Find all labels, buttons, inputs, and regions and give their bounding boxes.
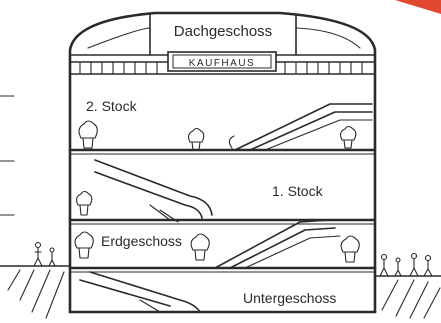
plant-icon bbox=[340, 235, 360, 263]
store-sign bbox=[167, 51, 277, 72]
escalator-ground bbox=[214, 219, 341, 269]
plant-icon bbox=[75, 190, 93, 216]
people-icon bbox=[379, 252, 433, 277]
store-sign-text: KAUFHAUS bbox=[189, 58, 255, 69]
floor-label-second: 2. Stock bbox=[86, 98, 138, 114]
plant-icon bbox=[74, 231, 94, 259]
plant-icon bbox=[78, 120, 98, 149]
plant-icon bbox=[187, 127, 205, 151]
floor-label-first: 1. Stock bbox=[272, 183, 324, 199]
answer-lines bbox=[0, 95, 15, 216]
escalator-first bbox=[94, 159, 213, 223]
plant-icon bbox=[190, 233, 210, 261]
escalator-upper bbox=[228, 103, 373, 151]
floor-label-ground: Erdgeschoss bbox=[101, 233, 182, 249]
escalator-basement bbox=[79, 271, 201, 313]
attic-label: Dachgeschoss bbox=[174, 23, 272, 40]
floor-slabs bbox=[68, 148, 377, 314]
floor-label-basement: Untergeschoss bbox=[243, 290, 336, 306]
people-icon bbox=[33, 241, 56, 267]
plant-icon bbox=[339, 125, 357, 149]
building-outline bbox=[68, 11, 377, 314]
ground bbox=[0, 265, 441, 319]
corner-tab bbox=[395, 0, 441, 14]
